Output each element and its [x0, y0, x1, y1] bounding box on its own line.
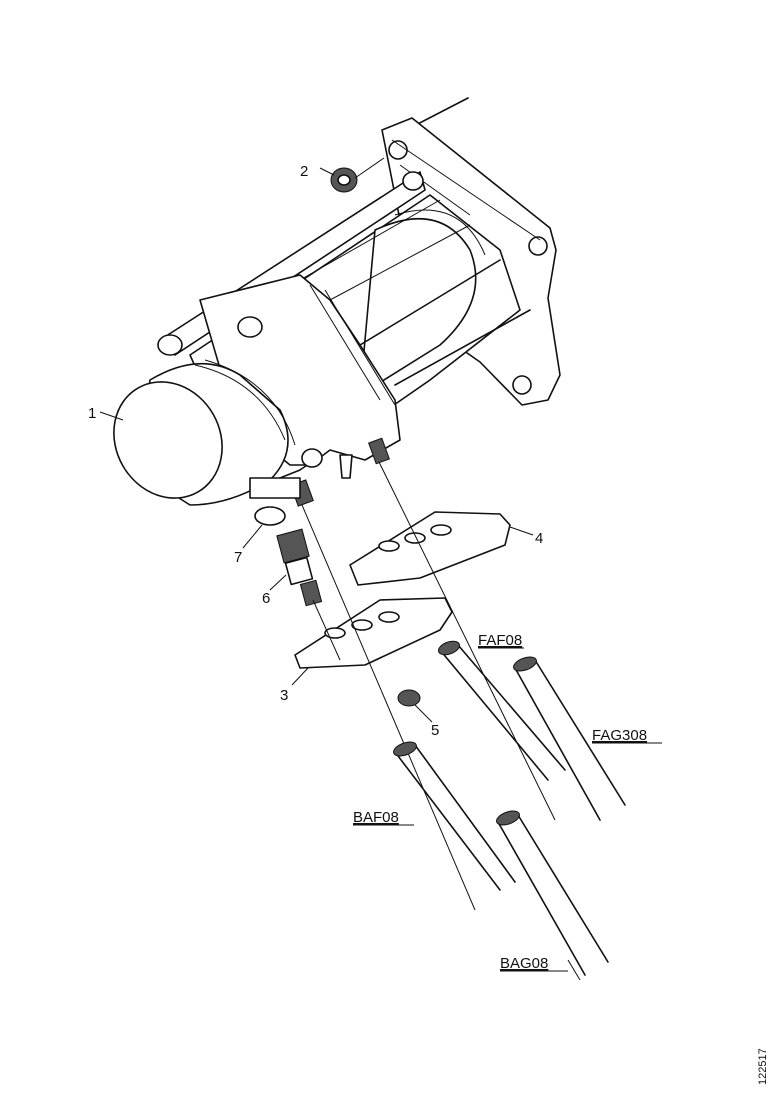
pipe-fag308	[513, 656, 626, 821]
callout-3: 3	[280, 687, 288, 704]
callout-2: 2	[300, 163, 308, 180]
gasket-part-4	[349, 511, 511, 586]
pipe-label-bag08: BAG08	[500, 955, 548, 972]
leader-lines	[99, 167, 534, 723]
callout-1: 1	[88, 405, 96, 422]
pipe-label-faf08: FAF08	[478, 632, 522, 649]
terminal-studs	[249, 437, 390, 507]
shaft-line	[409, 97, 469, 129]
callout-6: 6	[262, 590, 270, 607]
pipe-faf08	[437, 640, 566, 781]
oring-part-5	[397, 689, 421, 707]
drawing-reference: 122517	[757, 1048, 769, 1085]
callout-5: 5	[431, 722, 439, 739]
callout-7: 7	[234, 549, 242, 566]
pipe-bag08	[496, 810, 609, 976]
gasket-part-3	[294, 597, 453, 669]
washer-part-7	[254, 506, 286, 526]
assembly-lines	[301, 461, 556, 911]
nut-part-2	[330, 157, 385, 193]
callout-4: 4	[535, 530, 543, 547]
pipe-label-fag308: FAG308	[592, 727, 647, 744]
pipe-label-baf08: BAF08	[353, 809, 399, 826]
end-cap	[113, 359, 296, 506]
pipe-baf08	[393, 741, 516, 891]
fitting-part-6	[276, 528, 323, 607]
